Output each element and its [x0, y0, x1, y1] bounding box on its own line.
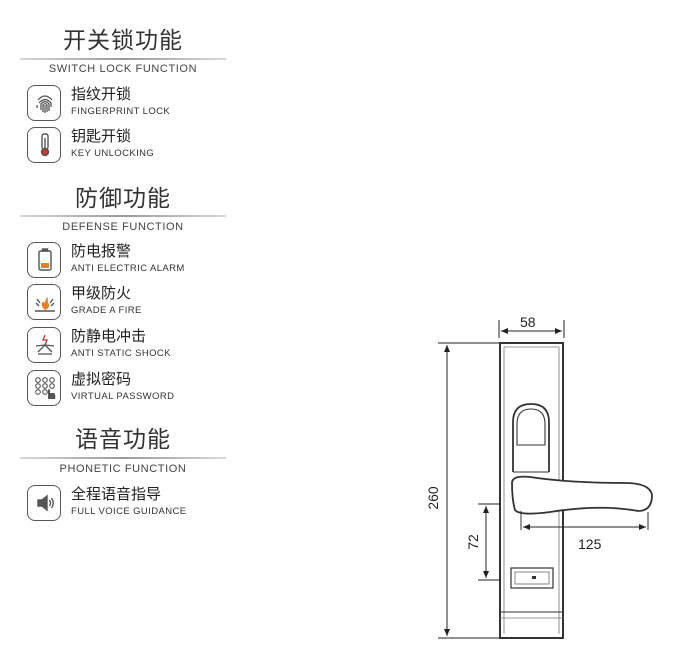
lock-dimension-drawing: 58 260 125 72 — [425, 314, 653, 639]
fire-icon — [27, 284, 61, 320]
feature-label-cn: 防静电冲击 — [71, 327, 147, 345]
feature-anti-static-shock: 防静电冲击 ANTI STATIC SHOCK — [27, 327, 227, 365]
section-title: 防御功能 — [75, 186, 171, 212]
handle-length-dimension — [523, 524, 646, 530]
handle-height-dimension — [478, 503, 500, 581]
fingerprint-window — [512, 403, 550, 473]
height-label: 260 — [425, 486, 441, 510]
feature-label-cn: 钥匙开锁 — [71, 127, 132, 145]
feature-label-en: VIRTUAL PASSWORD — [71, 391, 175, 402]
section-divider — [20, 215, 226, 217]
feature-label-en: ANTI ELECTRIC ALARM — [71, 263, 185, 274]
width-label: 58 — [520, 314, 536, 330]
feature-label-cn: 甲级防火 — [71, 284, 132, 302]
section-subtitle: SWITCH LOCK FUNCTION — [48, 63, 198, 75]
section-divider — [20, 58, 226, 60]
keyhole-cover — [510, 567, 554, 589]
feature-label-en: GRADE A FIRE — [71, 305, 142, 316]
section-title: 语音功能 — [75, 427, 171, 453]
height-dimension — [438, 342, 500, 639]
feature-anti-electric-alarm: 防电报警 ANTI ELECTRIC ALARM — [27, 242, 227, 280]
battery-icon — [27, 242, 61, 278]
static-shock-icon — [27, 327, 61, 363]
section-subtitle: PHONETIC FUNCTION — [59, 463, 187, 475]
section-title: 开关锁功能 — [63, 28, 183, 54]
feature-label-cn: 指纹开锁 — [71, 85, 132, 103]
section-subtitle: DEFENSE FUNCTION — [62, 221, 184, 233]
speaker-icon — [27, 485, 61, 521]
feature-label-en: FINGERPRINT LOCK — [71, 106, 171, 117]
width-dimension — [498, 320, 565, 338]
feature-virtual-password: 虚拟密码 VIRTUAL PASSWORD — [27, 370, 227, 408]
feature-label-cn: 防电报警 — [71, 242, 132, 260]
fingerprint-icon — [27, 85, 61, 121]
feature-label-en: FULL VOICE GUIDANCE — [71, 506, 187, 517]
feature-label-cn: 全程语音指导 — [71, 485, 162, 503]
lever-handle — [511, 475, 653, 530]
feature-fingerprint-lock: 指纹开锁 FINGERPRINT LOCK — [27, 85, 227, 123]
feature-label-en: KEY UNLOCKING — [71, 148, 155, 159]
feature-grade-a-fire: 甲级防火 GRADE A FIRE — [27, 284, 227, 322]
feature-label-cn: 虚拟密码 — [71, 370, 132, 388]
feature-full-voice-guidance: 全程语音指导 FULL VOICE GUIDANCE — [27, 485, 227, 523]
key-icon — [27, 127, 61, 163]
feature-key-unlocking: 钥匙开锁 KEY UNLOCKING — [27, 127, 227, 165]
handle-height-label: 72 — [465, 534, 481, 550]
keypad-icon — [27, 370, 61, 406]
section-divider — [20, 457, 226, 459]
handle-length-label: 125 — [578, 536, 602, 552]
feature-label-en: ANTI STATIC SHOCK — [71, 348, 171, 359]
